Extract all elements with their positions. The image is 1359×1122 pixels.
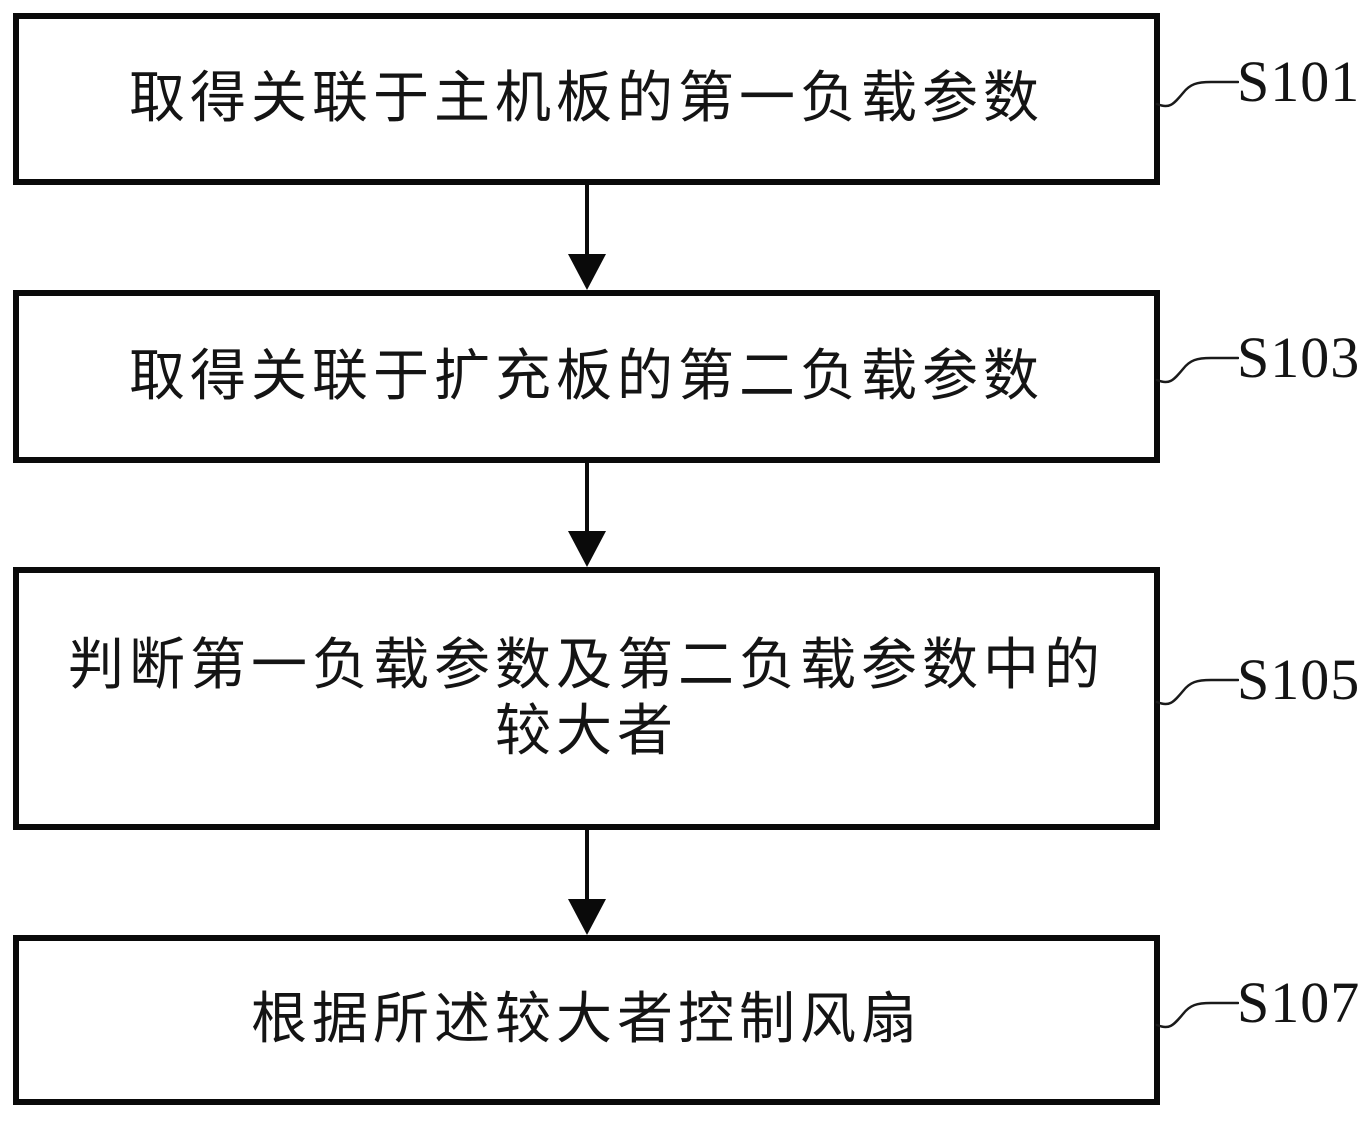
process-step-box-s103: 取得关联于扩充板的第二负载参数 [13, 290, 1160, 463]
down-arrow [568, 185, 606, 290]
process-step-box-s101: 取得关联于主机板的第一负载参数 [13, 13, 1160, 185]
label-connector-line [1155, 356, 1239, 384]
step-text: 根据所述较大者控制风扇 [251, 989, 922, 1051]
down-arrow [568, 463, 606, 567]
step-ref-label-s103: S103 [1237, 325, 1359, 390]
arrow-shaft [585, 829, 589, 907]
step-ref-label-s105: S105 [1237, 647, 1359, 712]
arrow-head [568, 899, 606, 935]
arrow-head [568, 254, 606, 290]
step-ref-label-s101: S101 [1237, 49, 1359, 114]
arrow-shaft [585, 185, 589, 262]
arrow-shaft [585, 463, 589, 539]
step-ref-label-s107: S107 [1237, 970, 1359, 1035]
down-arrow [568, 829, 606, 935]
process-step-box-s105: 判断第一负载参数及第二负载参数中的较大者 [13, 567, 1160, 830]
process-step-box-s107: 根据所述较大者控制风扇 [13, 935, 1160, 1105]
label-connector-line [1155, 1001, 1239, 1029]
arrow-head [568, 531, 606, 567]
step-text: 取得关联于主机板的第一负载参数 [129, 68, 1044, 130]
step-text: 判断第一负载参数及第二负载参数中的较大者 [68, 634, 1105, 763]
label-connector-line [1155, 678, 1239, 706]
label-connector-line [1155, 80, 1239, 108]
step-text: 取得关联于扩充板的第二负载参数 [129, 345, 1044, 408]
